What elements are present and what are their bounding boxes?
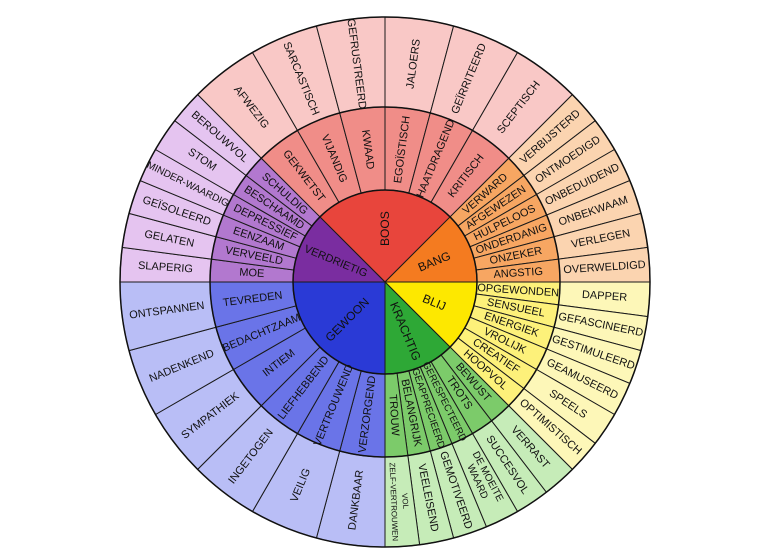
ring-outline xyxy=(119,16,651,548)
outer-emotion-label: DAPPER xyxy=(582,289,628,304)
ring-outline xyxy=(292,189,478,375)
outer-emotion-label: OVERWELDIGD xyxy=(563,259,646,276)
inner-emotion-label: KWAAD xyxy=(359,129,376,170)
outer-emotion-label: VOL xyxy=(400,493,410,510)
inner-emotion-label: OPGEWONDEN xyxy=(477,282,560,299)
inner-emotion-label: ANGSTIG xyxy=(493,266,543,281)
outer-emotion-label: SLAPERIG xyxy=(138,260,194,276)
inner-emotion-label: MOE xyxy=(239,266,265,280)
inner-emotion-label: TROUW xyxy=(386,394,401,437)
core-emotion-label: BOOS xyxy=(378,211,392,246)
ring-outline xyxy=(209,106,561,458)
outer-emotion-label: ZELF-VERTROUWEN xyxy=(388,462,400,541)
